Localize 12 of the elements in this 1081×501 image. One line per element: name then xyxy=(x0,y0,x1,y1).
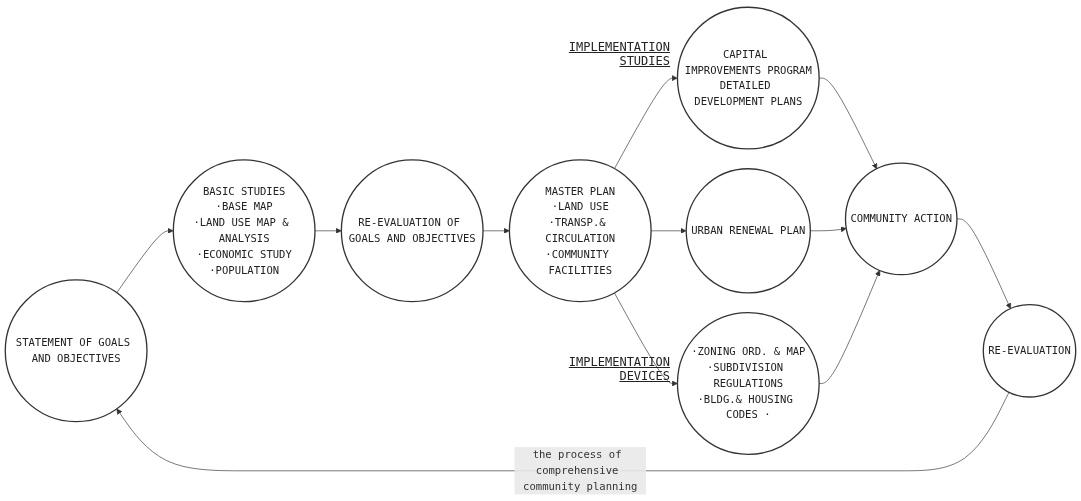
node-circle: ·ZONING ORD. & MAP ·SUBDIVISION REGULATIONS ·BLDG.& HOUSING CODES · xyxy=(676,311,820,455)
node-circle: URBAN RENEWAL PLAN xyxy=(685,167,812,294)
node-circle: CAPITAL IMPROVEMENTS PROGRAM DETAILED DEVELOPMENT PLANS xyxy=(676,6,820,150)
node-circle: COMMUNITY ACTION xyxy=(844,162,958,275)
node-circle: BASIC STUDIES ·BASE MAP ·LAND USE MAP & ANALYSIS ·ECONOMIC STUDY ·POPULATION xyxy=(172,158,316,302)
node-circle: MASTER PLAN ·LAND USE ·TRANSP.& CIRCULATION ·COMMUNITY FACILITIES xyxy=(508,158,652,302)
node-circle: STATEMENT OF GOALS AND OBJECTIVES xyxy=(4,278,148,422)
node-circle: RE-EVALUATION OF GOALS AND OBJECTIVES xyxy=(340,158,484,302)
section-heading: IMPLEMENTATION DEVICES xyxy=(567,355,670,383)
edge-label: the process of comprehensive community planning xyxy=(523,447,638,493)
node-circle: RE-EVALUATION xyxy=(982,303,1077,398)
section-heading: IMPLEMENTATION STUDIES xyxy=(567,40,670,68)
